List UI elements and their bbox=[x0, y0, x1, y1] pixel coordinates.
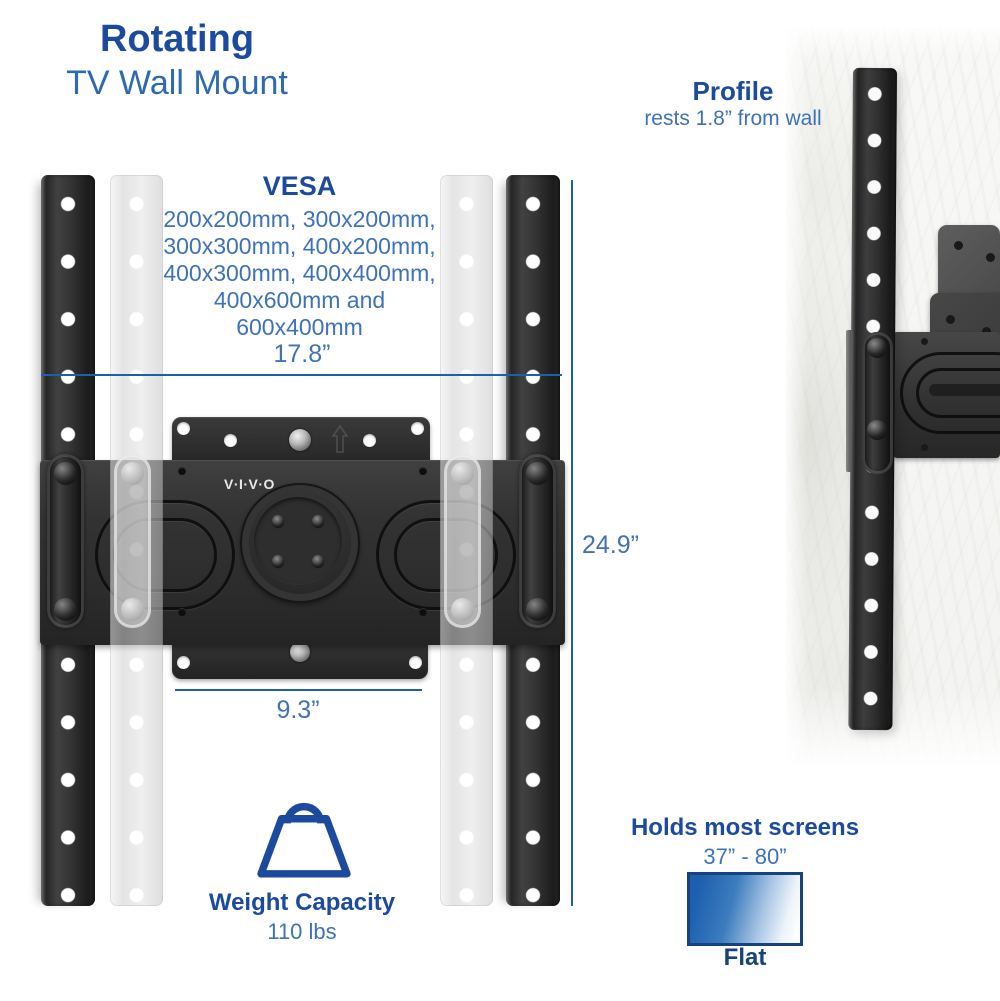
screen-size-gradient bbox=[687, 872, 803, 946]
disc-screw bbox=[312, 515, 324, 527]
ghost-clamp-left bbox=[114, 454, 151, 628]
height-dimension-label: 24.9” bbox=[582, 531, 639, 559]
weight-icon bbox=[257, 802, 351, 878]
screw-hole bbox=[411, 422, 424, 435]
photo-groove-bar bbox=[929, 384, 1000, 396]
right-clamp-bracket bbox=[519, 454, 556, 628]
ghost-rail-right bbox=[440, 175, 493, 906]
arm-hole bbox=[921, 444, 928, 451]
photo-groove-outer bbox=[900, 352, 1000, 434]
page-title: Rotating TV Wall Mount bbox=[48, 16, 306, 104]
weight-capacity-heading: Weight Capacity bbox=[208, 889, 396, 916]
disc-screw bbox=[272, 555, 284, 567]
screw-hole bbox=[986, 253, 995, 262]
photo-mount-arm bbox=[893, 332, 1000, 458]
clamp-knob bbox=[54, 598, 77, 621]
vesa-line: 400x300mm, 400x400mm, bbox=[163, 260, 436, 286]
dimension-line-width bbox=[41, 374, 562, 376]
profile-photo bbox=[786, 28, 1000, 776]
clamp-knob bbox=[121, 598, 144, 621]
screw-hole bbox=[409, 656, 422, 669]
dimension-line-plate-width bbox=[175, 689, 422, 691]
photo-groove-inner bbox=[916, 368, 1000, 418]
disc-screw bbox=[312, 555, 324, 567]
vesa-line: 400x600mm and 600x400mm bbox=[213, 287, 386, 340]
screw-hole bbox=[224, 434, 237, 447]
center-screw bbox=[290, 642, 310, 662]
clamp-knob bbox=[451, 462, 474, 485]
title-line1: Rotating bbox=[99, 18, 255, 60]
profile-subtext: rests 1.8” from wall bbox=[644, 107, 822, 130]
ghost-clamp-right bbox=[444, 454, 481, 628]
disc-screw bbox=[272, 515, 284, 527]
vesa-block: VESA 200x200mm, 300x200mm, 300x300mm, 40… bbox=[152, 170, 447, 341]
plate-width-dimension-label: 9.3” bbox=[276, 696, 320, 724]
left-clamp-bracket bbox=[47, 454, 84, 628]
center-screw bbox=[289, 429, 311, 451]
arm-hole bbox=[178, 467, 186, 475]
screens-range: 37” - 80” bbox=[703, 844, 787, 869]
screen-type-label: Flat bbox=[723, 944, 767, 971]
screw-hole bbox=[177, 656, 190, 669]
clamp-knob bbox=[121, 462, 144, 485]
screens-heading: Holds most screens bbox=[630, 814, 860, 841]
clamp-knob bbox=[526, 462, 549, 485]
vesa-line: 300x300mm, 400x200mm, bbox=[163, 233, 436, 259]
arm-hole bbox=[419, 467, 427, 475]
vivo-logo: V·I·V·O bbox=[224, 476, 275, 492]
arm-hole bbox=[921, 338, 928, 345]
clamp-knob bbox=[526, 598, 549, 621]
weight-capacity-value: 110 lbs bbox=[267, 919, 337, 944]
ghost-rail-left bbox=[110, 175, 163, 906]
clamp-knob bbox=[54, 462, 77, 485]
up-arrow-icon bbox=[331, 424, 349, 453]
dimension-line-height bbox=[571, 180, 573, 906]
arm-hole bbox=[419, 608, 427, 616]
screw-hole bbox=[946, 315, 955, 324]
title-line2: TV Wall Mount bbox=[66, 64, 288, 102]
width-dimension-label: 17.8” bbox=[273, 340, 331, 368]
vesa-line: 200x200mm, 300x200mm, bbox=[163, 206, 436, 232]
screw-hole bbox=[177, 422, 190, 435]
clamp-knob bbox=[867, 420, 887, 440]
clamp-knob bbox=[451, 598, 474, 621]
arm-hole bbox=[178, 608, 186, 616]
screw-hole bbox=[954, 241, 963, 250]
screw-hole bbox=[363, 434, 376, 447]
profile-heading: Profile bbox=[692, 76, 774, 106]
profile-block: Profile rests 1.8” from wall bbox=[608, 76, 858, 132]
left-groove-outer bbox=[95, 500, 235, 610]
vesa-heading: VESA bbox=[262, 171, 337, 201]
rotation-disc-inner bbox=[254, 497, 342, 585]
clamp-knob bbox=[867, 338, 887, 358]
screw-hole bbox=[982, 327, 991, 336]
